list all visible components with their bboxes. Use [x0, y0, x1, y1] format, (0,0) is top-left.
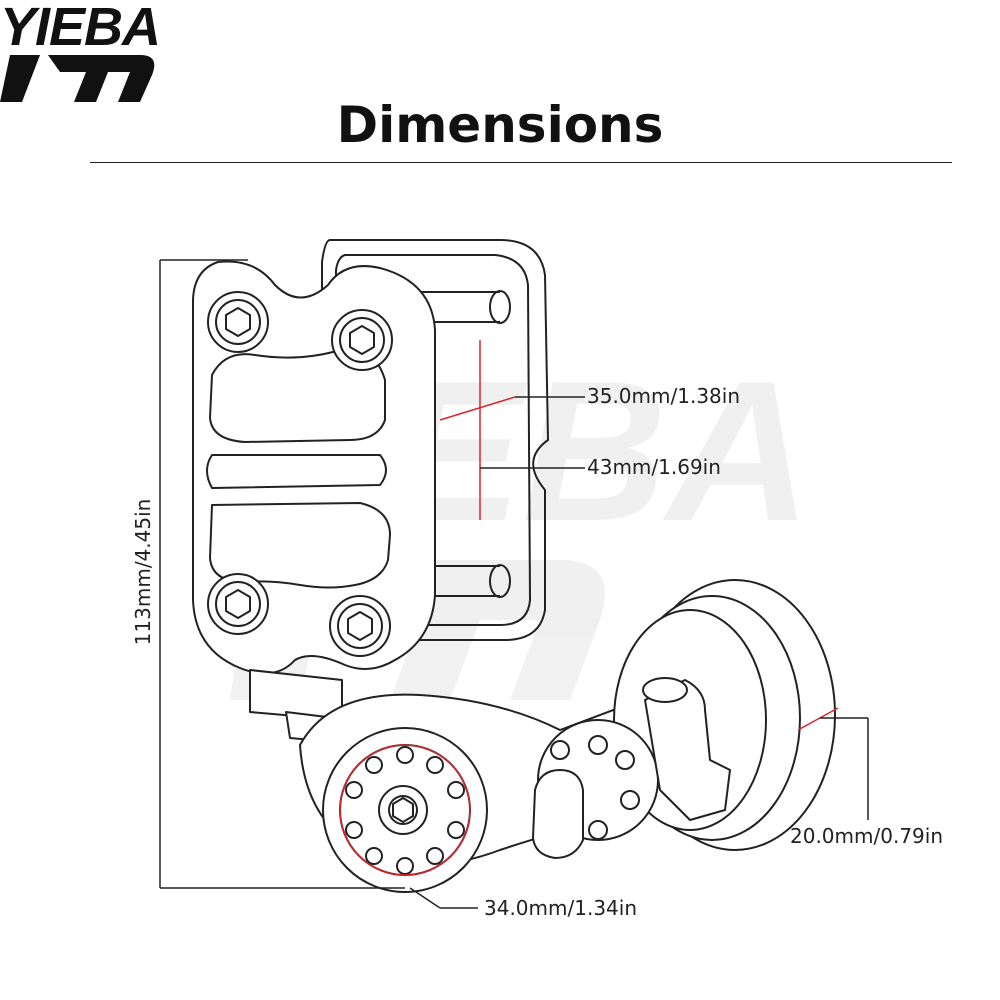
brand-logo: YIEBA — [0, 0, 161, 57]
dimension-wheel-label: 34.0mm/1.34in — [484, 896, 637, 920]
bolt-bottom-right — [329, 595, 391, 657]
page-title: Dimensions — [336, 96, 664, 154]
dimension-height-label: 113mm/4.45in — [131, 498, 155, 646]
hub — [532, 677, 731, 859]
brand-logo-text: YIEBA — [0, 0, 161, 57]
bolt-bottom-left — [207, 573, 269, 635]
sprocket-wheel — [322, 727, 488, 893]
leader-lines — [159, 259, 869, 909]
dimension-spindle-label: 20.0mm/0.79in — [790, 824, 943, 848]
dimension-width-upper-label: 35.0mm/1.38in — [587, 384, 740, 408]
back-plate — [320, 239, 549, 641]
bolt-top-right — [331, 309, 393, 371]
brand-logo-mark — [0, 55, 155, 102]
title-divider — [90, 162, 952, 163]
bolt-top-left — [207, 291, 269, 353]
red-marks — [339, 340, 839, 876]
dimension-depth-upper-label: 43mm/1.69in — [587, 455, 721, 479]
